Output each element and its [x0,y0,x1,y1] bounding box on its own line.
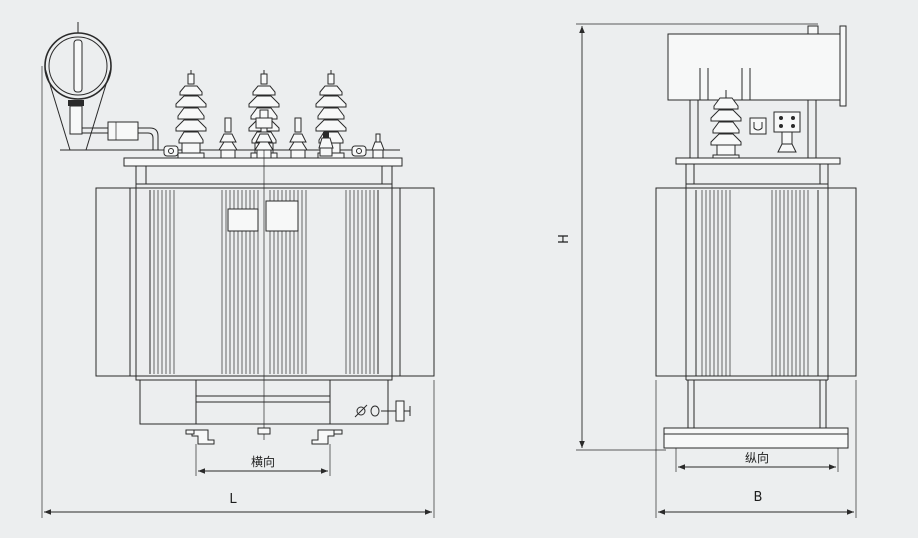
length-label: L [229,492,237,507]
side-radiator-fins [701,190,809,376]
lifting-lug [163,145,367,157]
side-bushing [710,90,742,160]
tank-base [139,150,389,445]
side-cover [675,157,841,184]
longitudinal-gauge-label: 纵向 [745,450,769,465]
hv-bushing [175,70,207,159]
side-relay [749,111,801,153]
transverse-gauge-label: 横向 [251,454,275,469]
drain-valve [354,400,411,422]
side-base [663,380,849,449]
conservator-tank [667,25,847,158]
lv-bushing [218,117,238,159]
width-label: B [754,490,763,505]
side-tank [655,183,857,381]
gas-relay [82,121,159,150]
tank-body [95,183,435,381]
side-view [655,25,857,449]
conservator-end [44,22,112,151]
lv-bushing [318,132,334,157]
front-view [44,22,435,445]
radiator-fins [153,190,375,374]
lv-bushing [288,117,308,159]
front-window [227,200,299,232]
tap-changer [255,109,273,129]
height-label: H [557,234,572,244]
lv-bushing [371,133,385,159]
dimension-lines [41,23,857,518]
